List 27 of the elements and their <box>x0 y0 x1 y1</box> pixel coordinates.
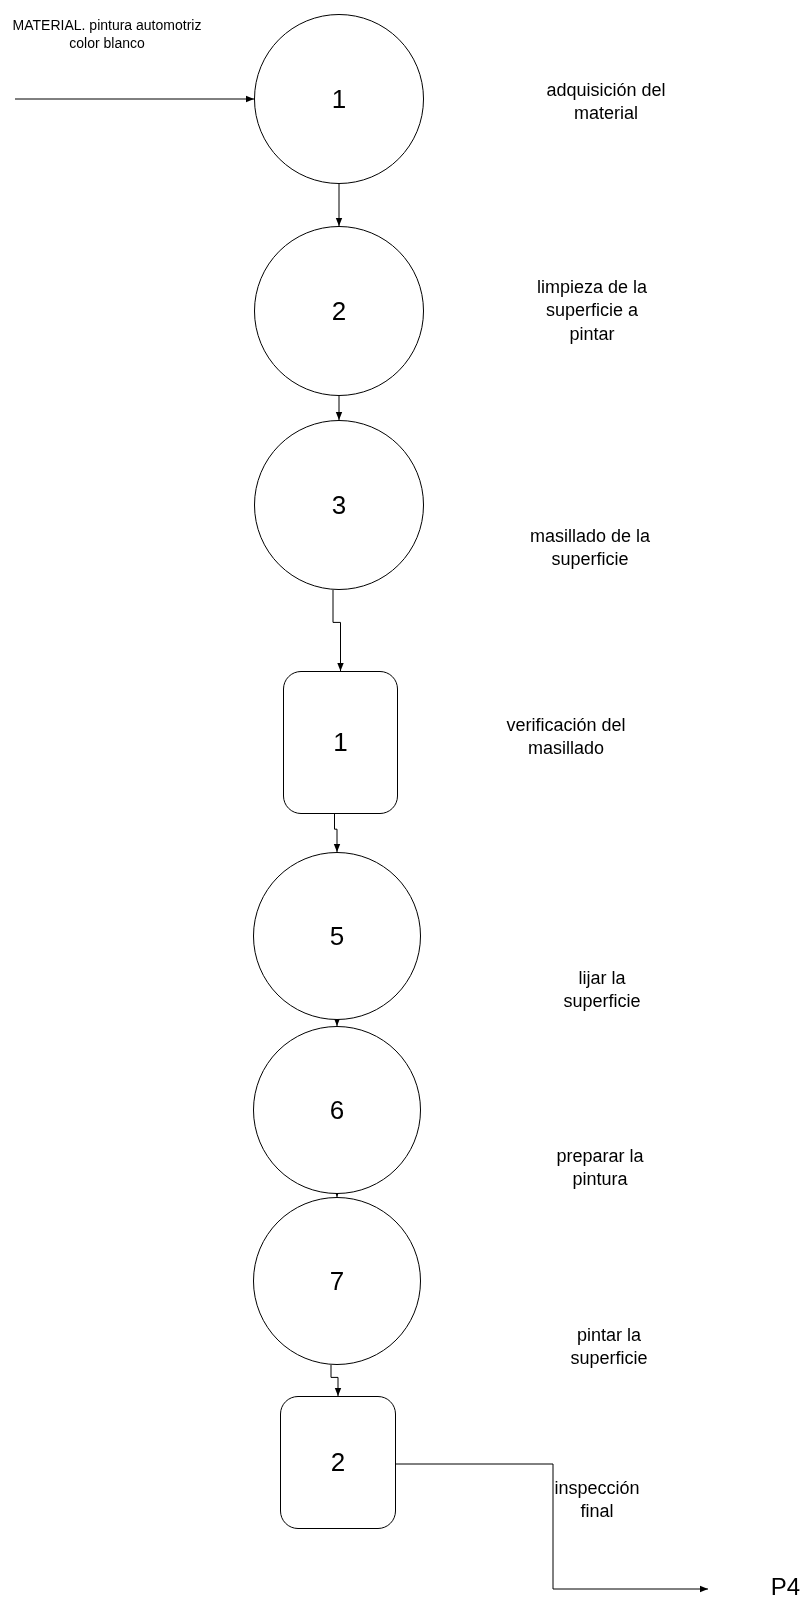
step-description: inspección final <box>553 1476 641 1523</box>
arrow <box>332 589 344 672</box>
step-description: verificación del masillado <box>506 713 626 760</box>
step-number: 1 <box>331 83 347 115</box>
step-description: masillado de la superficie <box>528 524 652 571</box>
step-number: 6 <box>329 1094 345 1126</box>
step-number: 3 <box>331 489 347 521</box>
step-description: lijar la superficie <box>562 966 642 1013</box>
step-description: limpieza de la superficie a pintar <box>535 275 649 346</box>
arrow <box>14 95 255 103</box>
step-number: 5 <box>329 920 345 952</box>
step-number: 2 <box>331 295 347 327</box>
arrow <box>333 1018 341 1027</box>
arrow <box>335 183 343 227</box>
arrow <box>395 1463 709 1593</box>
step-number: 1 <box>333 727 348 758</box>
arrow <box>335 395 343 421</box>
step-number: 2 <box>330 1447 346 1478</box>
arrow <box>330 1364 342 1397</box>
step-number: 7 <box>329 1265 345 1297</box>
inspection-box <box>280 1396 396 1529</box>
inspection-box <box>283 671 398 814</box>
step-description: adquisición del material <box>545 78 667 125</box>
step-number: P4 <box>770 1573 800 1600</box>
step-description: preparar la pintura <box>555 1144 645 1191</box>
step-description: pintar la superficie <box>569 1323 649 1370</box>
arrow <box>333 813 341 853</box>
